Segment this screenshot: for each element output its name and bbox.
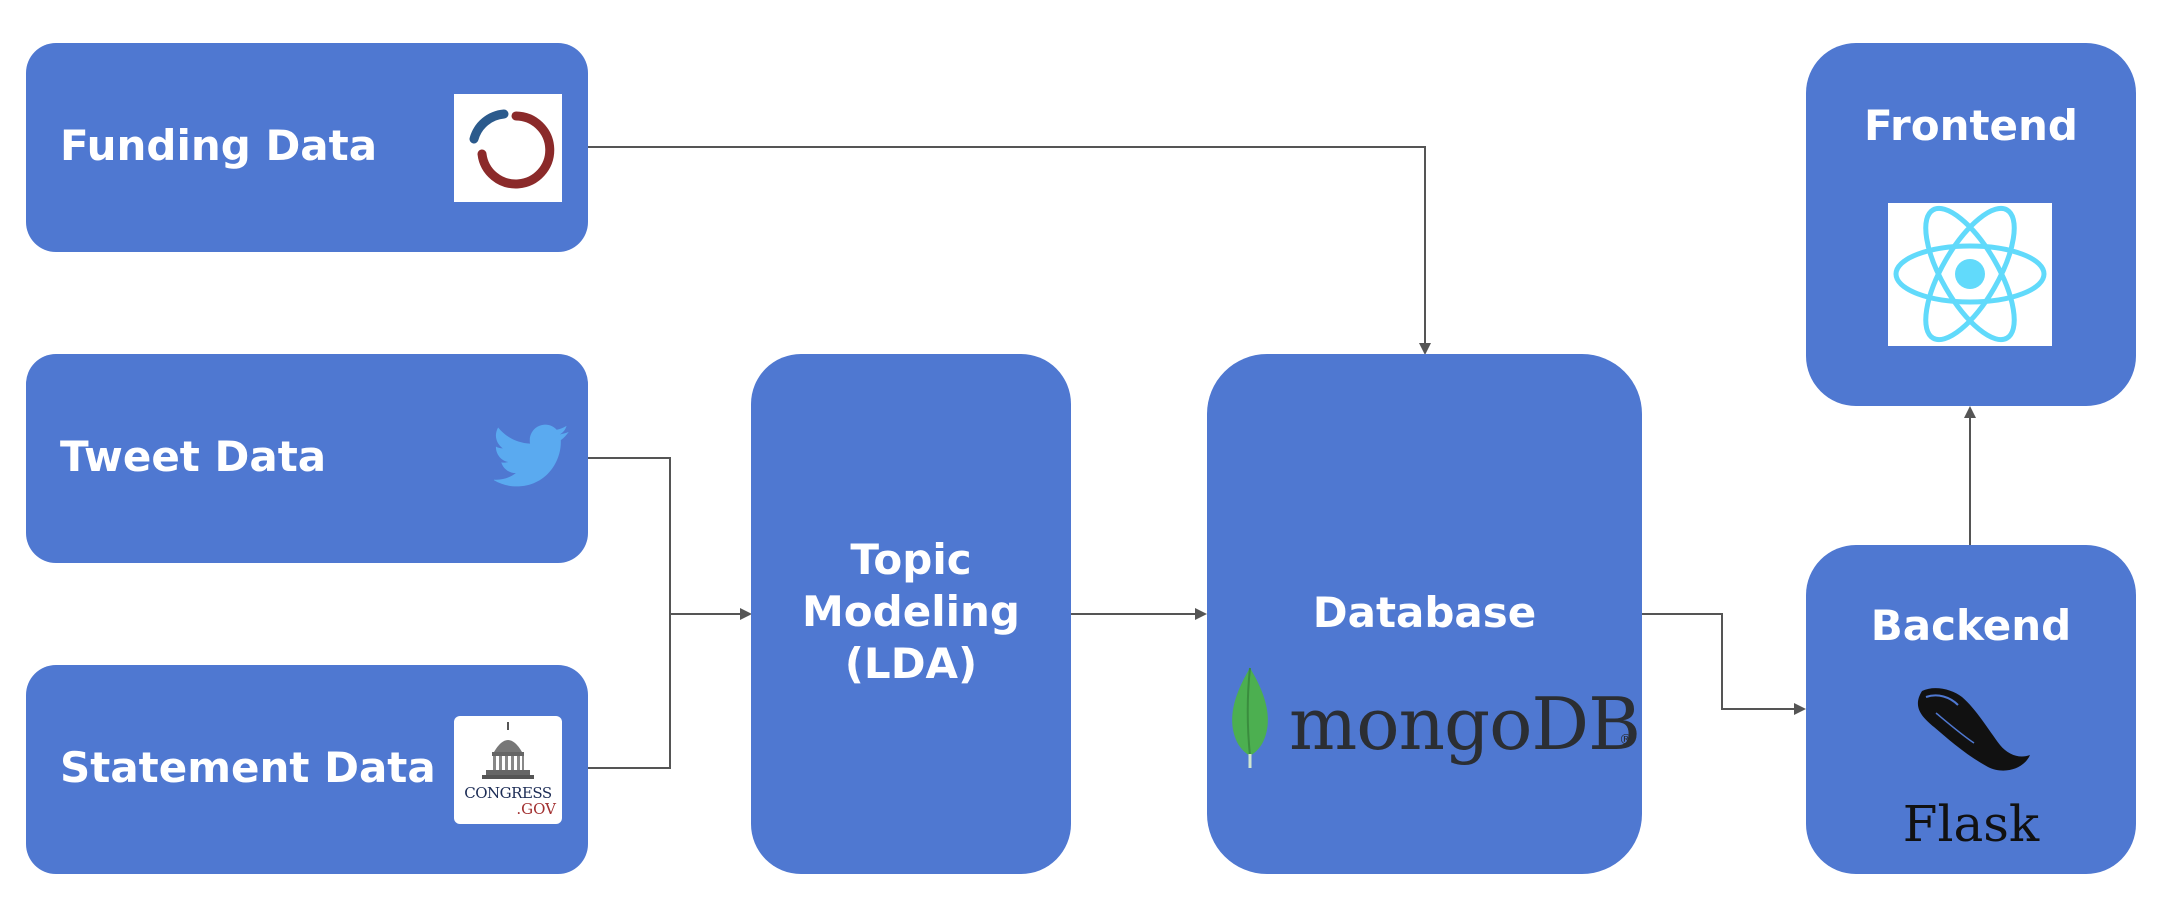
mongodb-registered-mark: ® bbox=[1619, 732, 1633, 748]
backend-label: Backend bbox=[1870, 601, 2072, 650]
database-label: Database bbox=[1312, 588, 1537, 637]
funding-logo-tile bbox=[454, 94, 562, 202]
congress-logo-tile: CONGRESS .GOV bbox=[454, 716, 562, 824]
congress-logo-text: CONGRESS bbox=[464, 784, 552, 802]
twitter-bird-icon bbox=[494, 424, 569, 487]
backend-node: Backend Flask bbox=[1806, 545, 2136, 874]
frontend-node: Frontend bbox=[1806, 43, 2136, 406]
mongodb-leaf-icon bbox=[1232, 667, 1268, 768]
topic-modeling-line1: Topic bbox=[850, 535, 972, 584]
opensecrets-icon bbox=[469, 109, 555, 189]
capitol-dome-icon bbox=[482, 722, 534, 779]
topic-modeling-line2: Modeling bbox=[802, 587, 1020, 636]
statement-data-node: Statement Data CONGRESS .GOV bbox=[26, 665, 588, 874]
react-atom-icon bbox=[1893, 205, 2047, 343]
database-node: Database mongoDB ® bbox=[1207, 354, 1642, 874]
line-statement-to-merge bbox=[588, 614, 671, 769]
tweet-data-label: Tweet Data bbox=[60, 432, 327, 481]
frontend-label: Frontend bbox=[1864, 101, 2078, 150]
topic-modeling-node: Topic Modeling (LDA) bbox=[751, 354, 1071, 874]
arrow-funding-to-database bbox=[588, 146, 1431, 355]
flask-horn-icon bbox=[1917, 688, 2030, 771]
statement-data-label: Statement Data bbox=[60, 743, 436, 792]
mongodb-wordmark: mongoDB bbox=[1289, 682, 1641, 766]
tweet-data-node: Tweet Data bbox=[26, 354, 588, 563]
congress-logo-gov: .GOV bbox=[516, 800, 556, 818]
react-logo-tile bbox=[1888, 203, 2052, 346]
funding-data-node: Funding Data bbox=[26, 43, 588, 252]
funding-data-label: Funding Data bbox=[60, 121, 378, 170]
topic-modeling-label: Topic Modeling (LDA) bbox=[751, 534, 1071, 690]
arrow-database-to-backend bbox=[1642, 613, 1806, 715]
line-tweet-to-merge bbox=[588, 457, 671, 614]
flask-wordmark: Flask bbox=[1902, 795, 2040, 853]
topic-modeling-line3: (LDA) bbox=[844, 639, 978, 688]
